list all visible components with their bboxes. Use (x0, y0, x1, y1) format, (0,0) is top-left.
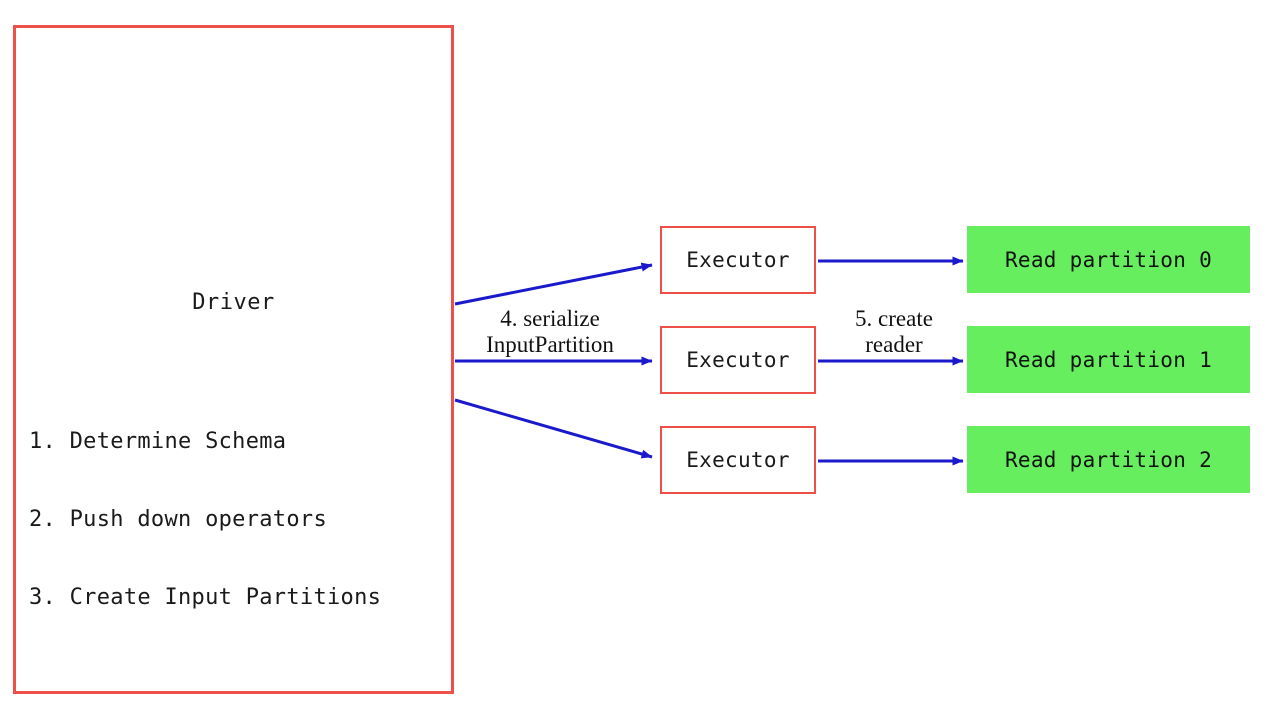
edge-label-create-reader-line1: 5. create (855, 306, 933, 331)
driver-steps-list: 1. Determine Schema 2. Push down operato… (29, 377, 381, 663)
executor-box-2: Executor (660, 426, 816, 494)
edge-label-create-reader-line2: reader (865, 332, 923, 357)
arrow-driver-to-executor-2 (454, 398, 653, 459)
driver-box: Driver 1. Determine Schema 2. Push down … (13, 25, 454, 694)
partition-box-0: Read partition 0 (967, 226, 1250, 293)
driver-title: Driver (192, 290, 275, 315)
arrow-driver-to-executor-0 (454, 262, 653, 306)
driver-step-1: 1. Determine Schema (29, 429, 287, 454)
edge-label-serialize-line2: InputPartition (486, 332, 614, 357)
executor-box-0: Executor (660, 226, 816, 294)
executor-box-1: Executor (660, 326, 816, 394)
edge-label-serialize-line1: 4. serialize (500, 306, 600, 331)
edge-label-create-reader: 5. create reader (824, 306, 964, 358)
partition-box-2: Read partition 2 (967, 426, 1250, 493)
driver-step-2: 2. Push down operators (29, 507, 327, 532)
edge-label-serialize: 4. serialize InputPartition (460, 306, 640, 358)
driver-step-3: 3. Create Input Partitions (29, 585, 382, 610)
partition-box-1: Read partition 1 (967, 326, 1250, 393)
